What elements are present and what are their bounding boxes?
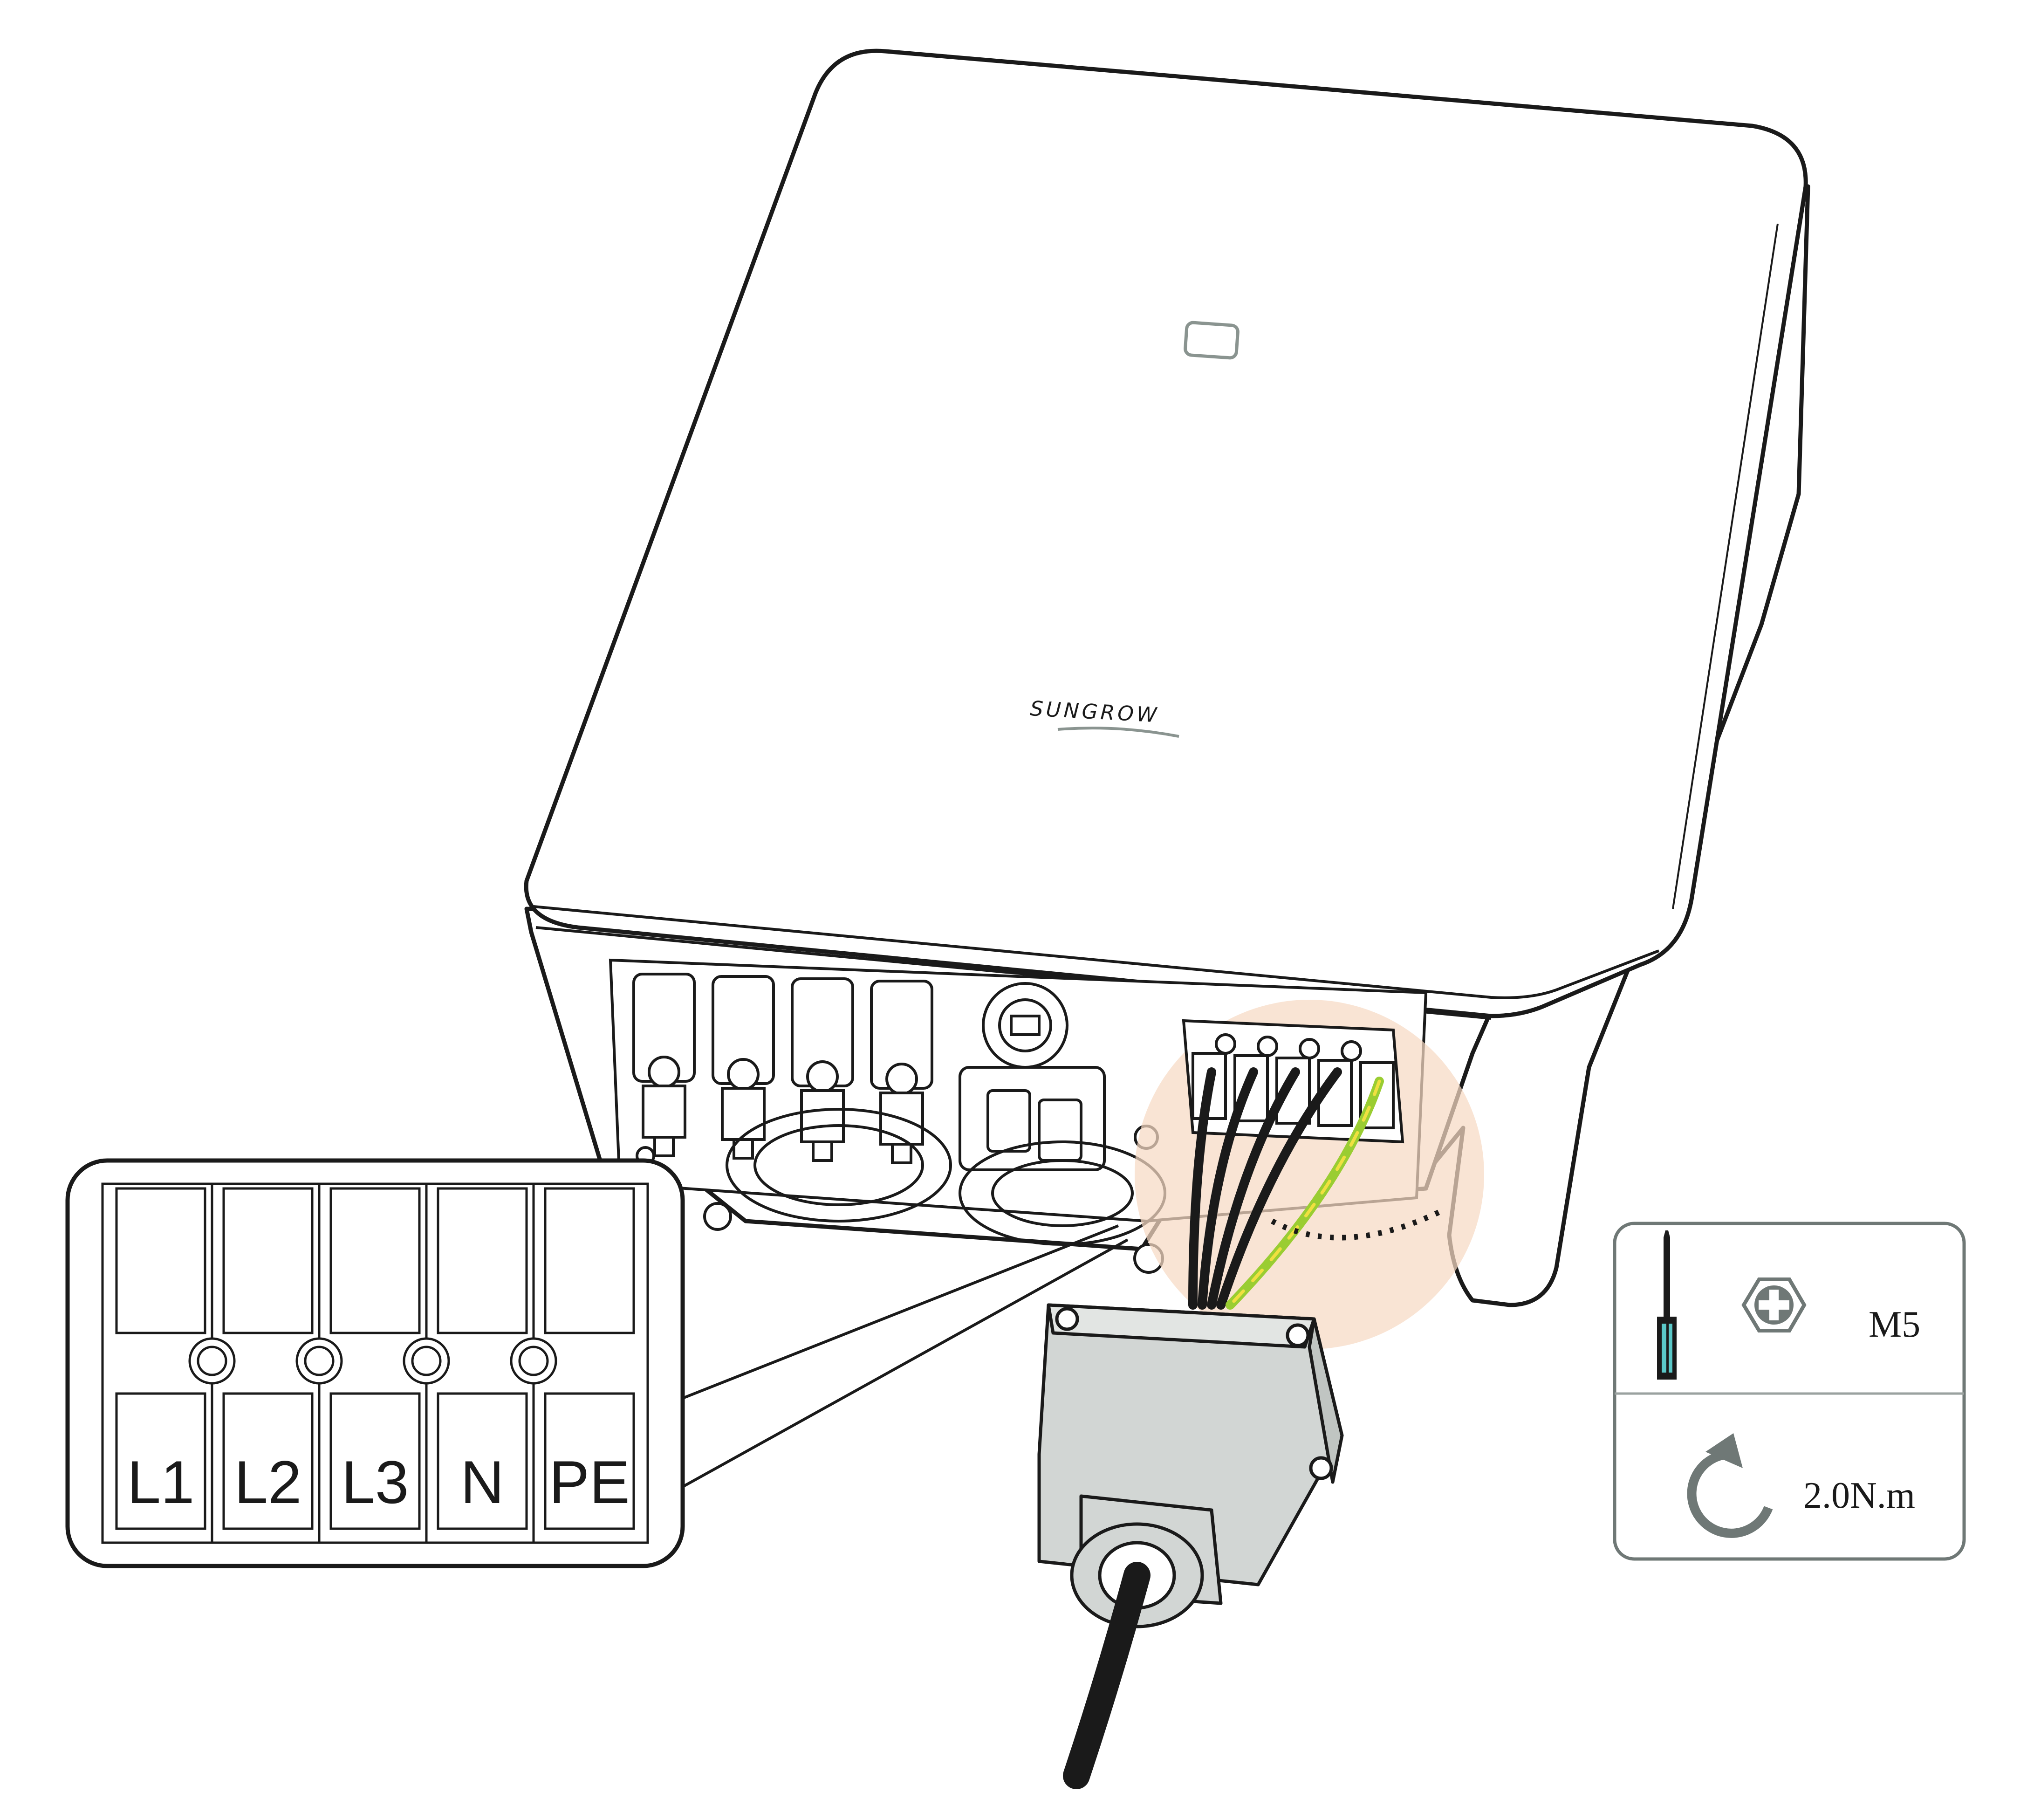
wire-l2 (1198, 1067, 1258, 1310)
cover-locking-ring (1271, 1209, 1441, 1241)
screw-icon (1055, 1307, 1079, 1331)
wifi-module-port (959, 1066, 1106, 1171)
terminal-screws (188, 1337, 557, 1385)
terminal-label-pe: PE (549, 1448, 630, 1516)
tool-spec-card: M5 2.0N.m (1613, 1222, 1966, 1561)
wire-l3 (1207, 1067, 1300, 1310)
wire-n (1216, 1067, 1342, 1310)
terminal-label-l1: L1 (127, 1448, 195, 1516)
lid-edge-highlight (1672, 223, 1779, 909)
wire-pe-stripe (1228, 1079, 1381, 1307)
zoom-inset-frame (65, 1158, 685, 1568)
brand-logo-swoosh (1057, 727, 1179, 738)
terminal-label-l3: L3 (342, 1448, 409, 1516)
inverter-front-lid (524, 48, 1808, 1018)
screw-icon (1286, 1323, 1310, 1347)
lid-rim-line (533, 905, 1660, 999)
terminal-zoom-inset: L1 L2 L3 N PE (65, 1158, 685, 1568)
terminal-label-l2: L2 (234, 1448, 302, 1516)
torque-label: 2.0N.m (1803, 1475, 1915, 1516)
screwdriver-icon (1657, 1230, 1677, 1380)
dc-connector (870, 980, 933, 1164)
screw-icon (1309, 1456, 1333, 1480)
dc-connectors (632, 973, 952, 1231)
wire-l1 (1188, 1067, 1216, 1310)
rotate-clockwise-icon (1687, 1433, 1773, 1538)
phillips-screw-icon (1741, 1277, 1807, 1332)
com-port (959, 982, 1166, 1274)
vent-grille (726, 1108, 952, 1222)
screw-icon (703, 1202, 732, 1231)
dc-connector (712, 975, 775, 1160)
status-led-icon (1184, 321, 1240, 360)
dc-connector (791, 977, 854, 1162)
vent-grille-inner (753, 1124, 924, 1206)
terminal-labels: L1 L2 L3 N PE (127, 1448, 630, 1516)
terminal-label-n: N (460, 1448, 504, 1516)
ac-cable (1063, 1562, 1151, 1789)
screw-size-label: M5 (1869, 1304, 1920, 1345)
zoom-leader-lines (682, 1224, 1129, 1488)
ac-wires (1188, 1067, 1384, 1310)
ac-connector-housing (1037, 1303, 1344, 1628)
tool-spec-frame (1613, 1222, 1966, 1561)
dc-connector (632, 973, 696, 1166)
